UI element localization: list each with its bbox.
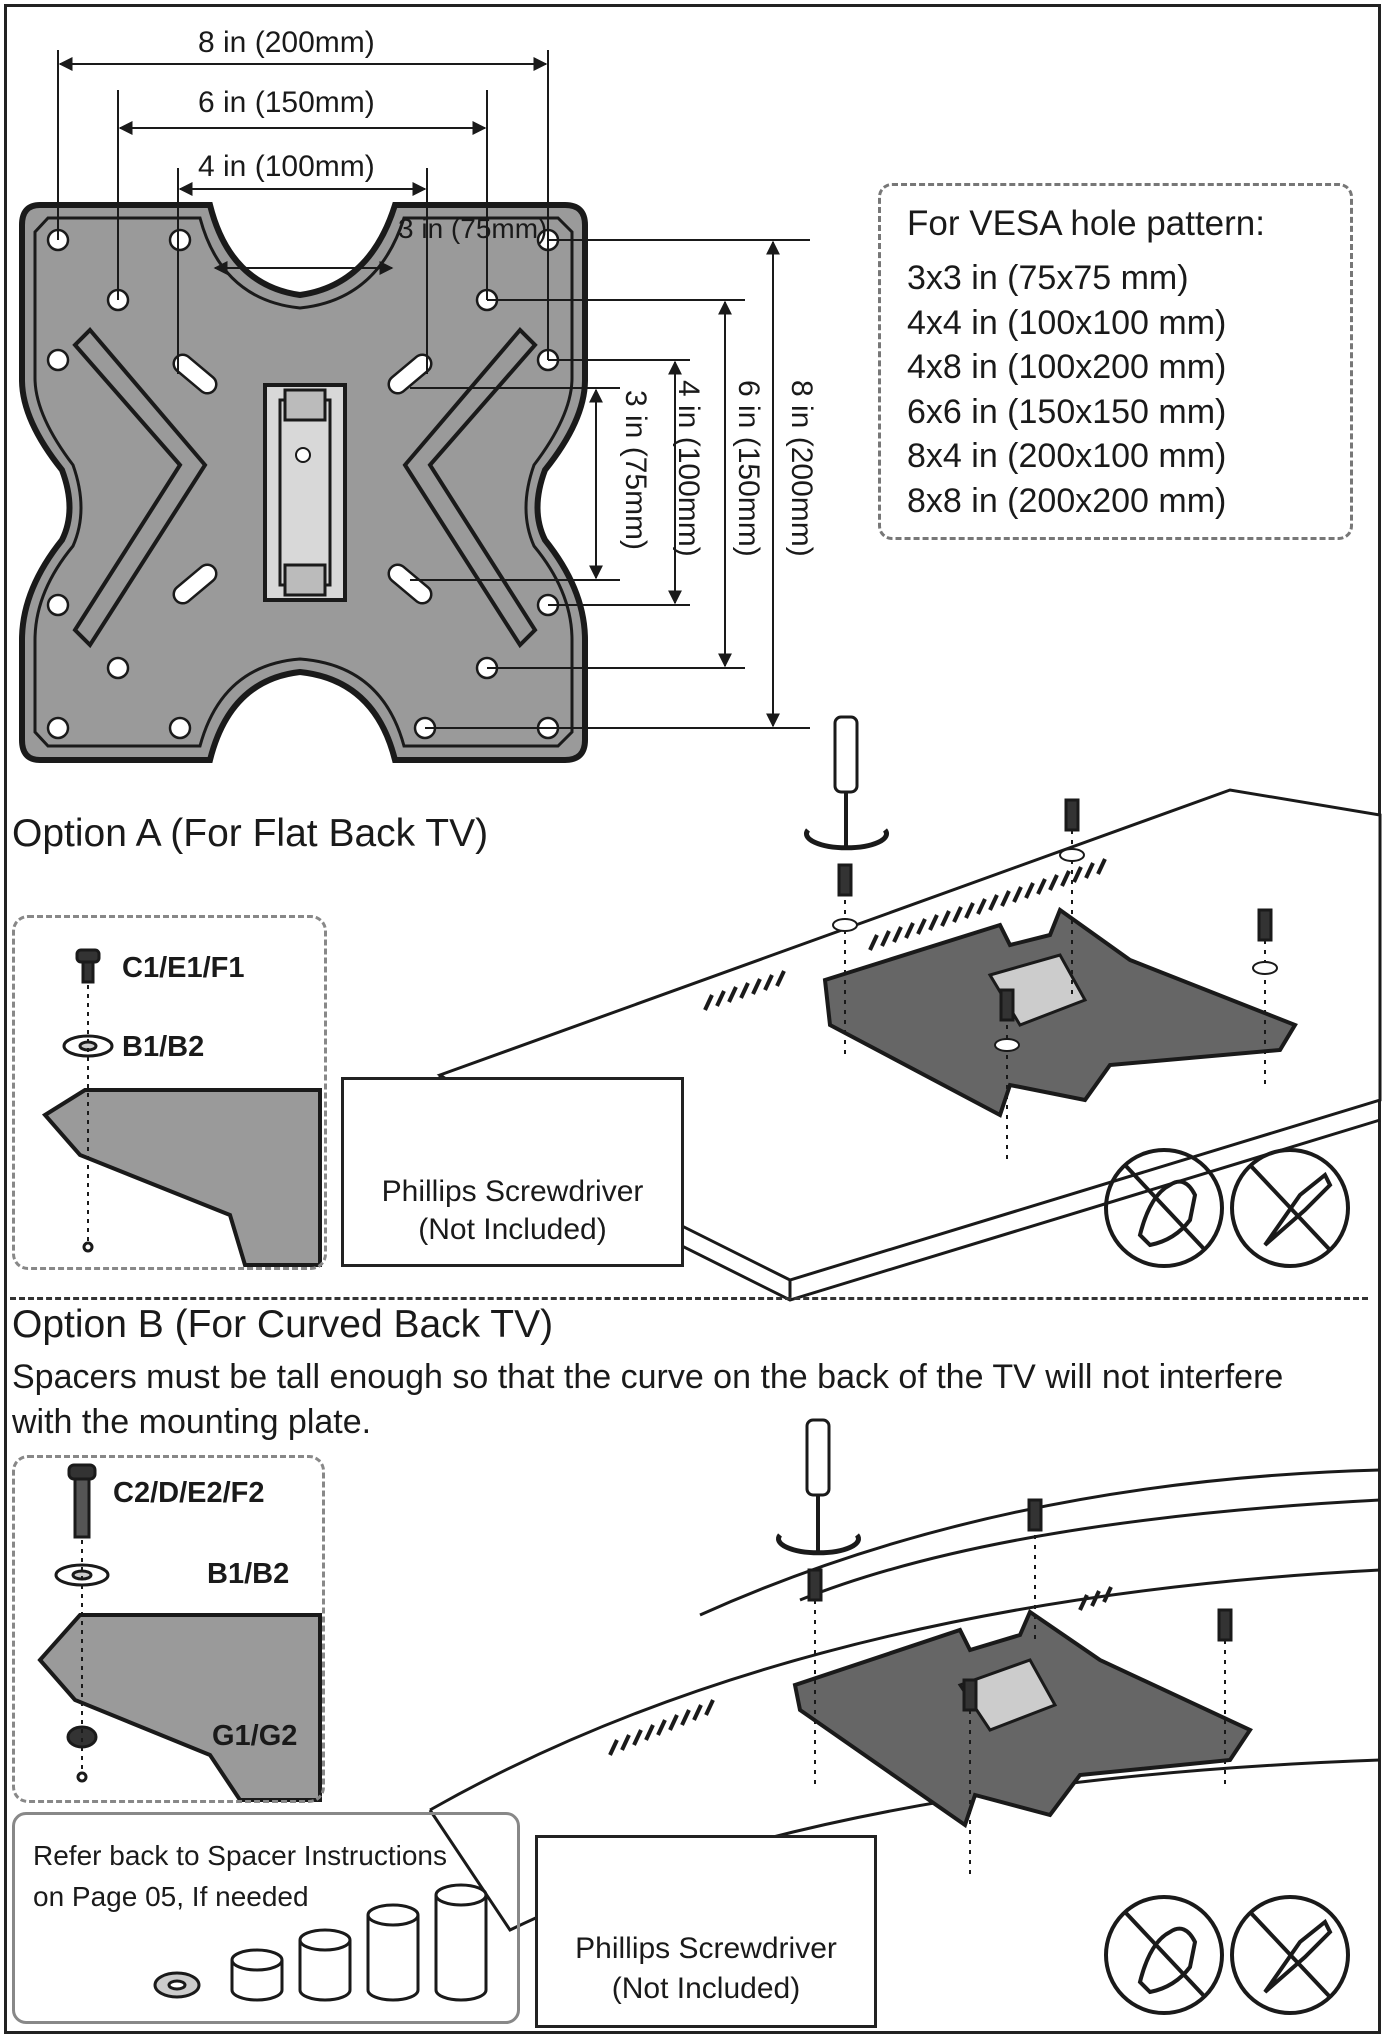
- dimension-lines: [57, 50, 810, 729]
- option-b-parts-box: [12, 1455, 325, 1803]
- part-label-c2: C2/D/E2/F2: [113, 1477, 265, 1509]
- dim-6in-vertical: 6 in (150mm): [732, 380, 765, 557]
- no-excess-force-icon-b: [1104, 1895, 1224, 2015]
- part-label-c1: C1/E1/F1: [122, 952, 245, 984]
- tool-note: (Not Included): [418, 1213, 607, 1246]
- vesa-item: 8x4 in (200x100 mm): [907, 437, 1227, 475]
- tool-note: (Not Included): [611, 1972, 801, 2005]
- tool-name: Phillips Screwdriver: [575, 1932, 837, 1965]
- dim-8in-vertical: 8 in (200mm): [785, 380, 818, 557]
- dim-4in-vertical: 4 in (100mm): [672, 380, 705, 557]
- dim-4in-horizontal: 4 in (100mm): [198, 150, 375, 183]
- section-divider: [10, 1297, 1368, 1300]
- spacer-reference-box: Refer back to Spacer Instructions on Pag…: [12, 1812, 520, 2024]
- refer-text-line2: on Page 05, If needed: [33, 1881, 309, 1912]
- no-power-tool-icon-b: [1230, 1895, 1350, 2015]
- option-b-part-detail: [37, 1463, 322, 1802]
- vesa-title: For VESA hole pattern:: [907, 204, 1265, 243]
- spacer-icons: [153, 1883, 488, 2002]
- dim-3in-vertical: 3 in (75mm): [619, 390, 652, 551]
- vesa-item: 3x3 in (75x75 mm): [907, 259, 1189, 297]
- part-label-g1: G1/G2: [212, 1720, 298, 1752]
- option-b-tool-box: Phillips Screwdriver (Not Included): [535, 1835, 877, 2028]
- option-a-parts-box: [12, 915, 327, 1270]
- vesa-item: 4x8 in (100x200 mm): [907, 348, 1227, 386]
- dim-8in-horizontal: 8 in (200mm): [198, 26, 375, 59]
- option-b-heading: Option B (For Curved Back TV): [12, 1303, 554, 1346]
- no-excess-force-icon: [1104, 1148, 1224, 1268]
- vesa-item: 8x8 in (200x200 mm): [907, 481, 1227, 520]
- mounting-plate-diagram: [19, 202, 588, 763]
- option-a-tool-box: Phillips Screwdriver (Not Included): [341, 1077, 684, 1267]
- no-power-tool-icon: [1230, 1148, 1350, 1268]
- option-b-description: Spacers must be tall enough so that the …: [12, 1358, 1284, 1441]
- vesa-item: 4x4 in (100x100 mm): [907, 303, 1227, 342]
- part-label-b1: B1/B2: [207, 1558, 290, 1590]
- dim-6in-horizontal: 6 in (150mm): [198, 86, 375, 119]
- part-label-b1: B1/B2: [122, 1031, 205, 1063]
- tool-name: Phillips Screwdriver: [381, 1175, 644, 1208]
- curved-tv-diagram: [428, 1418, 1381, 1932]
- vesa-pattern-box: For VESA hole pattern: 3x3 in (75x75 mm)…: [878, 183, 1353, 540]
- option-a-heading: Option A (For Flat Back TV): [12, 812, 489, 855]
- refer-text-line1: Refer back to Spacer Instructions: [33, 1840, 447, 1871]
- vesa-item: 6x6 in (150x150 mm): [907, 392, 1227, 431]
- dim-3in-horizontal: 3 in (75mm): [398, 213, 548, 244]
- option-a-part-detail: [41, 948, 322, 1267]
